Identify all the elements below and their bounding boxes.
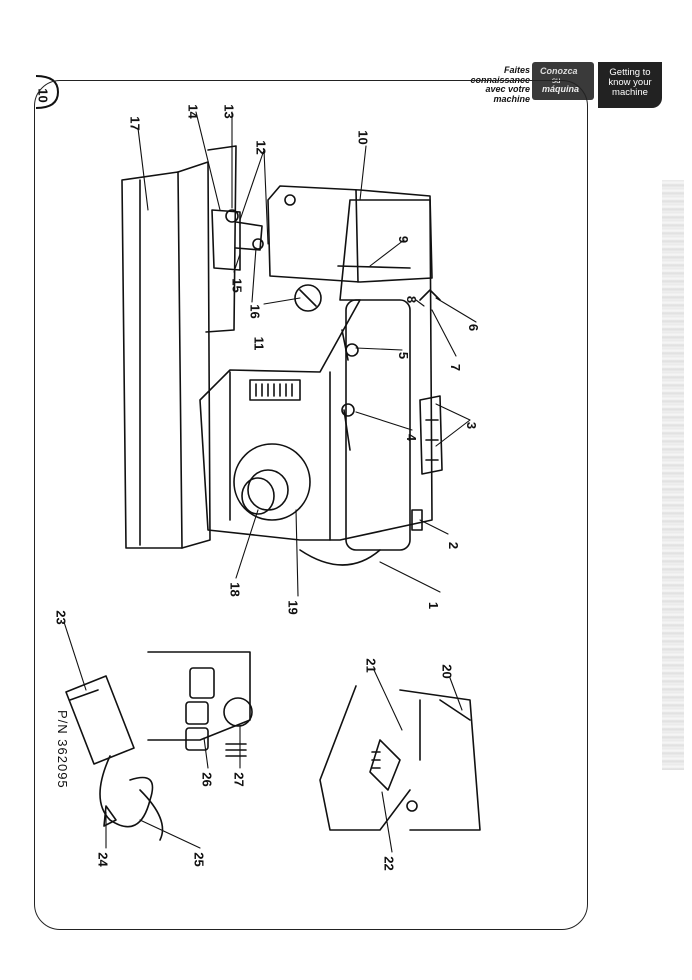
spool-pins-drawing — [412, 290, 442, 530]
handwheel-drawing — [234, 444, 310, 520]
part-number: P/N 362095 — [55, 710, 70, 789]
callout-26: 26 — [200, 772, 215, 786]
callout-18: 18 — [228, 582, 243, 596]
callout-27: 27 — [232, 772, 247, 786]
callout-1: 1 — [426, 602, 441, 609]
callout-22: 22 — [382, 856, 397, 870]
callout-2: 2 — [446, 542, 461, 549]
callout-10: 10 — [356, 130, 371, 144]
callout-19: 19 — [286, 600, 301, 614]
callout-4: 4 — [404, 434, 419, 441]
callout-13: 13 — [222, 104, 237, 118]
callout-24: 24 — [96, 852, 111, 866]
callout-9: 9 — [396, 236, 411, 243]
foot-control-inset — [66, 652, 252, 840]
callout-17: 17 — [128, 116, 143, 130]
callout-8: 8 — [404, 296, 419, 303]
callout-16: 16 — [248, 304, 263, 318]
bobbin-inset — [320, 686, 480, 830]
callout-5: 5 — [396, 352, 411, 359]
callout-15: 15 — [230, 278, 245, 292]
callout-21: 21 — [364, 658, 379, 672]
callout-11: 11 — [251, 337, 266, 351]
callout-20: 20 — [440, 664, 455, 678]
callout-7: 7 — [448, 364, 463, 371]
callout-12: 12 — [254, 140, 269, 154]
callout-6: 6 — [466, 324, 481, 331]
callout-14: 14 — [186, 104, 201, 118]
callout-23: 23 — [54, 610, 69, 624]
callout-3: 3 — [464, 422, 479, 429]
callout-25: 25 — [192, 852, 207, 866]
